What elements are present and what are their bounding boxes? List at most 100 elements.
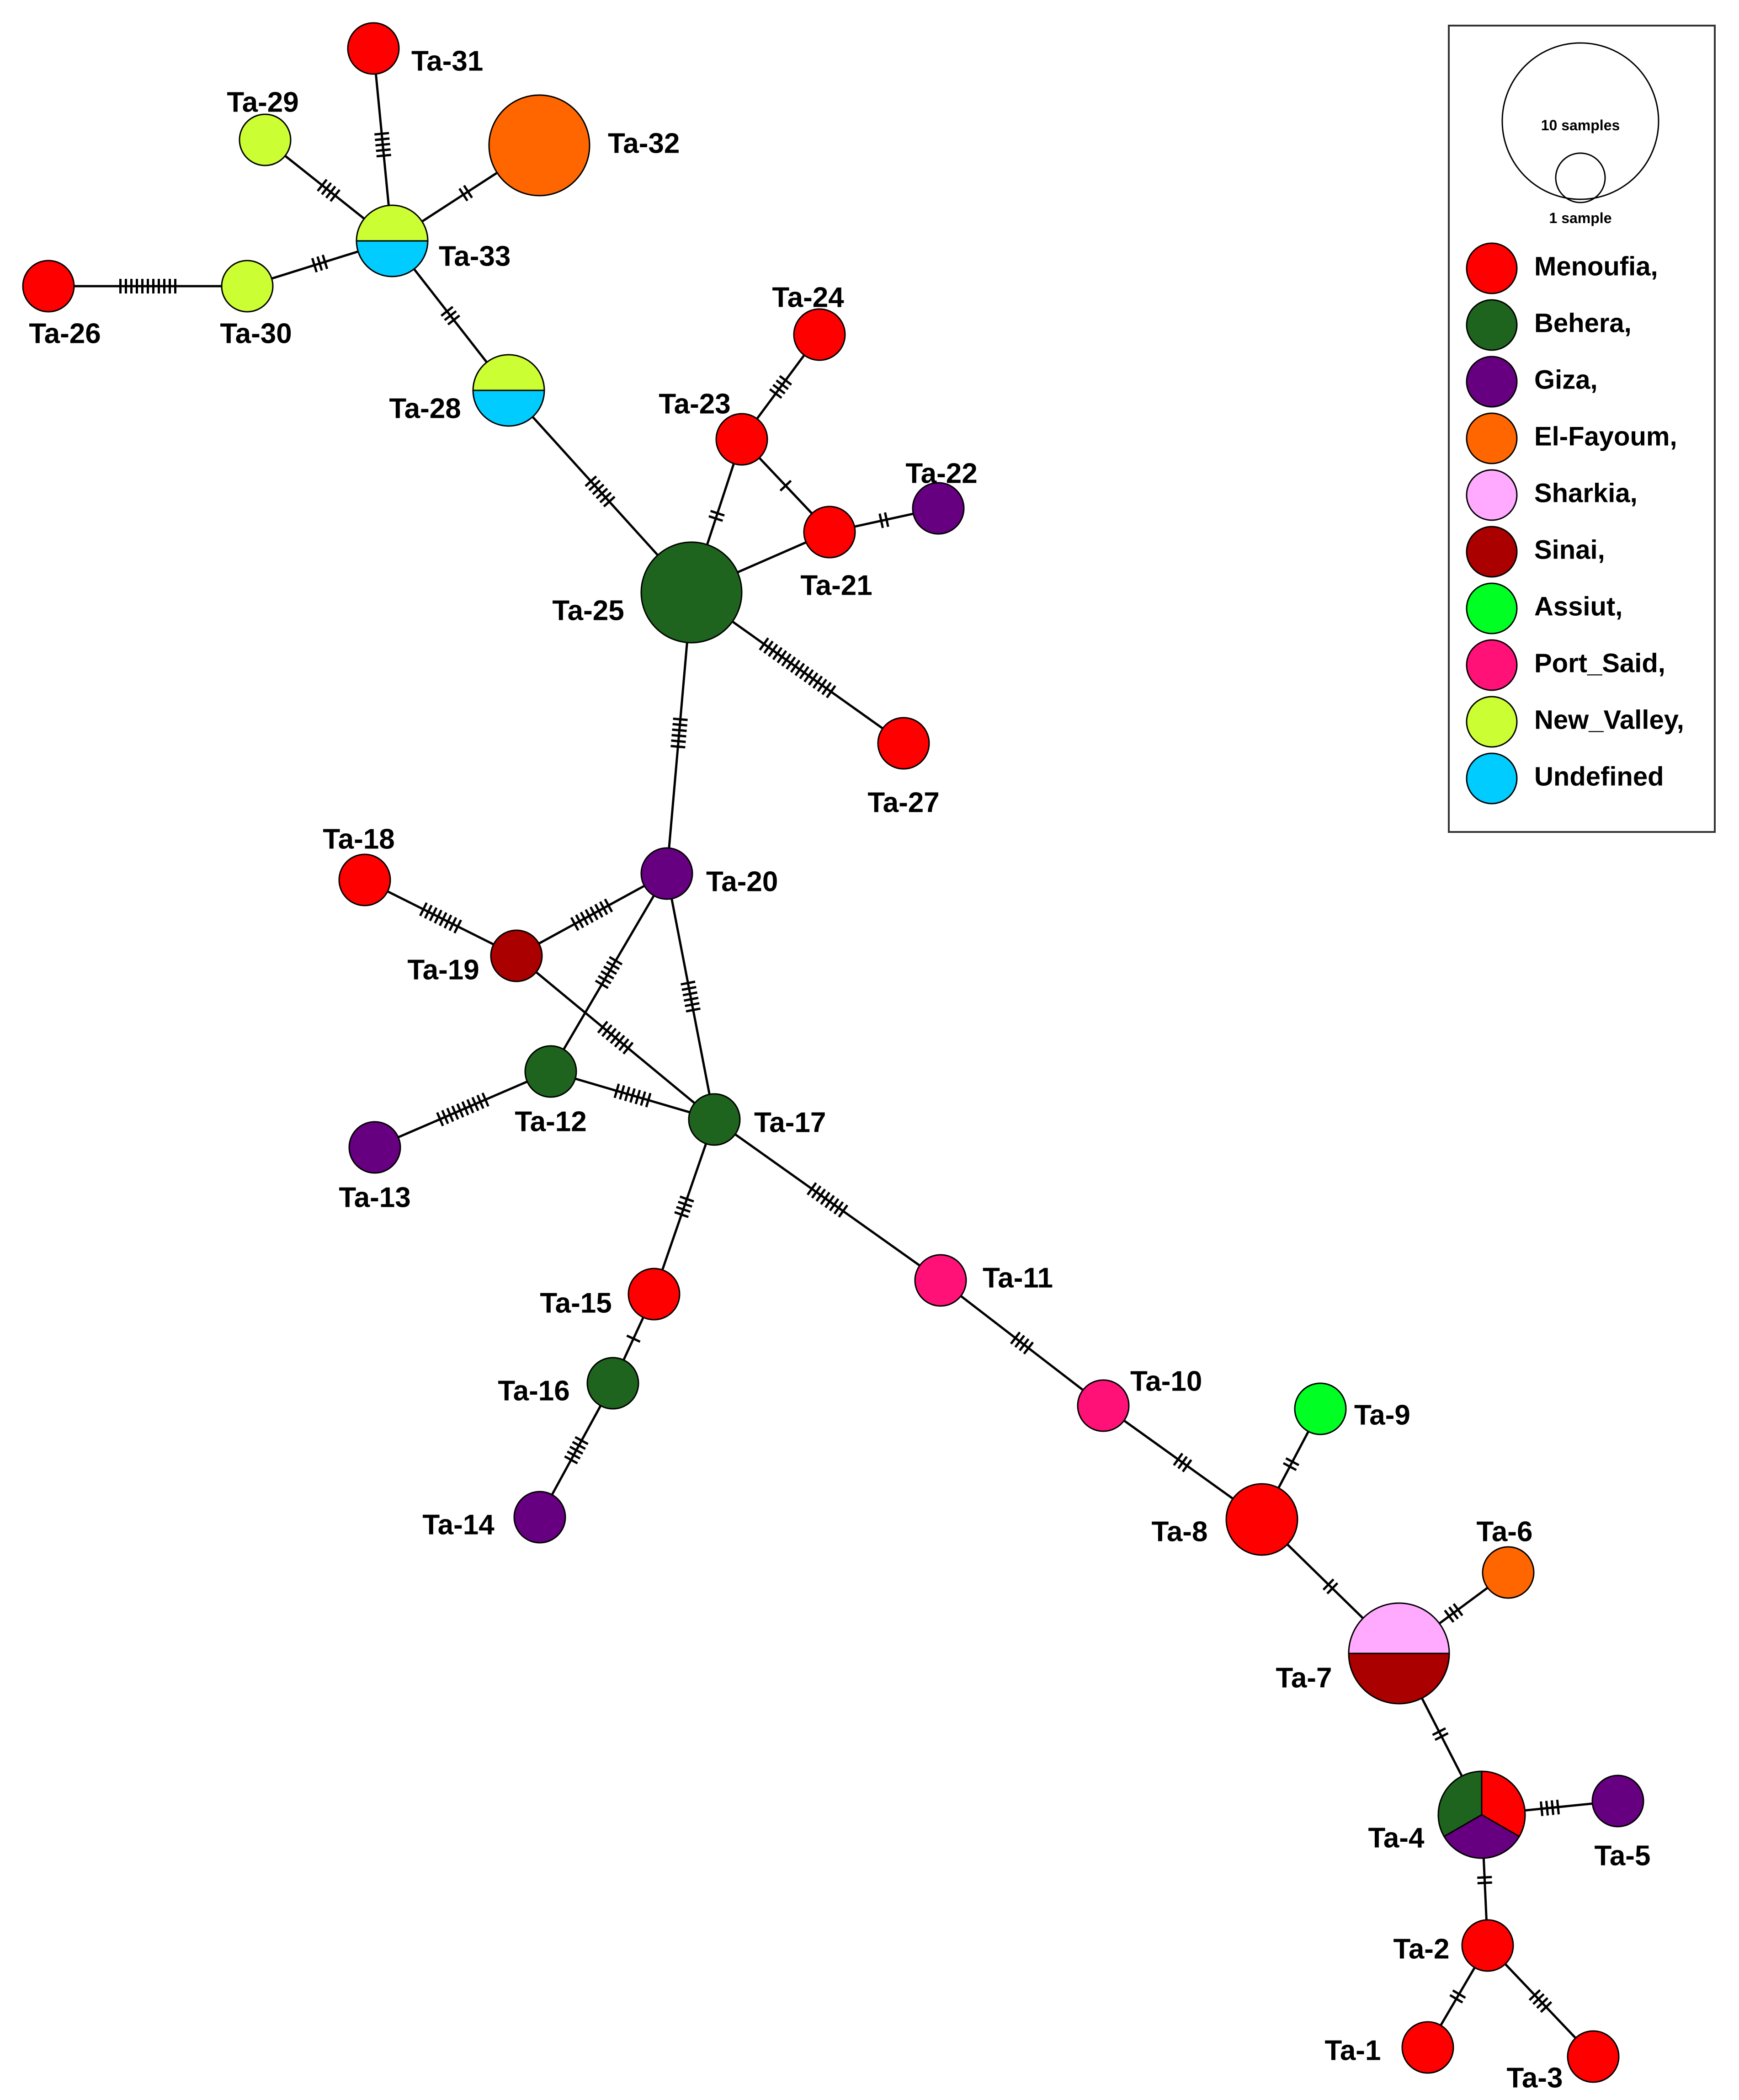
mutation-tick [453,919,462,934]
edge-line [665,873,716,1120]
mutation-tick [606,1028,617,1041]
node-label-ta-33: Ta-33 [439,240,511,272]
edge-line [516,872,668,957]
mutation-tick [609,956,623,965]
mutation-tick [820,1192,830,1205]
mutation-tick [708,515,723,522]
mutation-tick [681,986,697,991]
mutation-tick [595,980,609,989]
mutation-tick [440,306,454,317]
node-slice-giza [1443,1814,1521,1859]
mutation-tick [624,1087,631,1102]
mutation-tick [448,917,457,931]
node-slice-menoufia [338,853,391,906]
haplotype-node-ta-32 [488,94,590,197]
node-slice-sinai [1348,1652,1450,1705]
mutation-tick [597,1021,608,1034]
node-label-ta-10: Ta-10 [1130,1365,1202,1397]
haplotype-node-ta-33 [356,204,429,277]
legend-label: El-Fayoum, [1534,421,1677,451]
haplotype-node-ta-9 [1294,1382,1347,1435]
mutation-tick [769,388,782,399]
node-slice-menoufia [628,1268,681,1321]
mutation-tick [884,512,889,527]
mutation-tick [476,1094,484,1109]
haplotype-node-ta-28 [472,354,545,427]
node-slice-menoufia [1401,2021,1454,2074]
mutation-tick [434,909,443,924]
mutation-tick [1540,1801,1544,1816]
legend-items: Menoufia,Behera,Giza,El-Fayoum,Sharkia,S… [1466,242,1684,805]
mutation-tick [811,1185,822,1199]
haplotype-node-ta-27 [877,717,930,770]
node-slice-menoufia [793,308,846,361]
node-label-ta-16: Ta-16 [498,1375,569,1407]
mutation-tick [569,1445,584,1455]
mutation-tick [670,745,686,749]
mutation-tick [1173,1453,1184,1466]
mutation-tick [444,310,457,321]
haplotype-node-ta-12 [524,1045,577,1098]
network-edge [516,955,715,1120]
mutation-tick [316,256,323,271]
node-label-ta-19: Ta-19 [407,954,479,986]
node-slice-behera [640,541,743,644]
mutation-tick [640,1091,646,1106]
network-nodes [22,22,1644,2083]
mutation-tick [618,1038,630,1051]
haplotype-node-ta-29 [239,113,292,166]
haplotype-node-ta-23 [715,413,768,466]
mutation-tick [671,734,686,738]
mutation-tick [671,739,686,743]
haplotype-node-ta-19 [490,929,543,982]
mutation-tick [683,997,699,1002]
mutation-tick [321,182,332,195]
node-slice-menoufia [1567,2030,1620,2083]
network-edge [940,1279,1104,1407]
mutation-tick [374,132,389,136]
mutation-tick [419,902,428,917]
mutation-tick [1449,1994,1463,2004]
node-label-ta-21: Ta-21 [800,570,872,601]
edge-line [653,1119,716,1295]
mutation-tick [672,723,687,727]
node-slice-menoufia [1461,1919,1514,1972]
mutation-tick [603,496,616,507]
mutation-tick [1019,1338,1030,1351]
mutation-tick [806,1182,817,1196]
legend-label: Menoufia, [1534,251,1658,281]
node-slice-behera [688,1093,741,1146]
haplotype-node-ta-1 [1401,2021,1454,2074]
node-label-ta-28: Ta-28 [389,393,461,424]
edge-line [549,873,668,1072]
haplotype-node-ta-13 [348,1121,401,1174]
legend-item-sinai: Sinai, [1466,526,1605,578]
mutation-tick [622,1042,634,1055]
mutation-tick [790,660,801,673]
haplotype-node-ta-10 [1077,1379,1130,1432]
mutation-tick [833,1201,844,1215]
mutation-tick [1556,1800,1560,1815]
mutation-tick [815,1189,826,1202]
node-label-ta-18: Ta-18 [323,823,394,855]
node-slice-new_valley [221,260,274,313]
mutation-tick [817,678,828,692]
mutation-tick [776,650,787,664]
node-label-ta-23: Ta-23 [659,388,730,420]
legend-item-sharkia: Sharkia, [1466,469,1638,521]
mutation-tick [594,904,604,918]
haplotype-node-ta-2 [1461,1919,1514,1972]
mutation-tick [803,669,814,682]
node-label-ta-27: Ta-27 [867,787,939,818]
mutation-tick [1536,1997,1548,2009]
legend-swatch [1466,639,1518,691]
mutation-tick [678,1200,692,1208]
mutation-tick [826,685,836,698]
mutation-tick [1282,1462,1297,1471]
node-label-ta-9: Ta-9 [1354,1399,1410,1431]
mutation-tick [812,675,823,689]
node-label-ta-20: Ta-20 [706,866,778,897]
node-label-ta-32: Ta-32 [608,128,680,159]
legend-label: Assiut, [1534,592,1622,621]
